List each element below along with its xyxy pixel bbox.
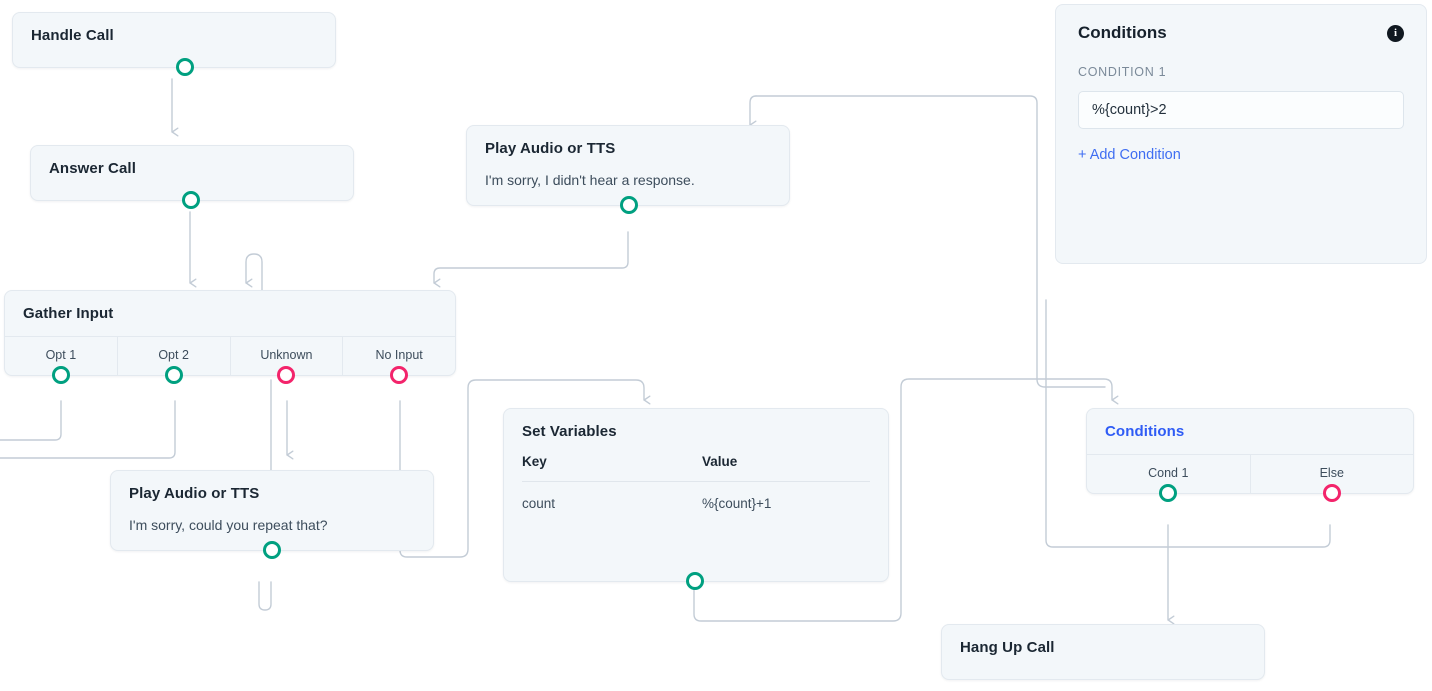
node-title: Play Audio or TTS (129, 485, 260, 502)
table-header-row: Key Value (522, 454, 870, 481)
cell-key: count (522, 496, 556, 511)
port-unknown[interactable]: Unknown (231, 337, 344, 384)
node-title: Answer Call (49, 160, 136, 177)
node-play-audio-repeat[interactable]: Play Audio or TTS I'm sorry, could you r… (110, 470, 434, 560)
output-port-success[interactable] (176, 58, 194, 76)
edge-play-repeat-loop (258, 581, 272, 611)
column-header-key: Key (522, 454, 547, 469)
cell-value: %{count}+1 (702, 496, 772, 511)
node-message-text: I'm sorry, could you repeat that? (129, 517, 328, 533)
output-port-success[interactable] (620, 196, 638, 215)
port-label: Opt 1 (45, 348, 77, 362)
edge-noresponse-to-gather (433, 231, 629, 288)
port-dot-success[interactable] (51, 366, 70, 384)
port-label: Unknown (260, 348, 313, 362)
output-port-success[interactable] (686, 572, 704, 590)
edge-opt2-out (0, 400, 176, 459)
node-title: Hang Up Call (960, 639, 1055, 656)
node-answer-call[interactable]: Answer Call (30, 145, 354, 209)
conditions-panel[interactable]: Conditions i CONDITION 1 %{count}>2 + Ad… (1055, 4, 1427, 264)
column-header-value: Value (702, 454, 738, 469)
port-dot-failure[interactable] (1322, 484, 1341, 502)
node-title: Set Variables (522, 423, 617, 440)
port-cond-1[interactable]: Cond 1 (1087, 455, 1251, 502)
port-dot-success[interactable] (1159, 484, 1178, 502)
node-message-text: I'm sorry, I didn't hear a response. (485, 172, 695, 188)
node-gather-input[interactable]: Gather Input Opt 1 Opt 2 Unknown No Inpu… (4, 290, 456, 384)
port-label: Cond 1 (1148, 466, 1189, 480)
port-else[interactable]: Else (1251, 455, 1414, 502)
panel-header: Conditions i (1056, 5, 1426, 43)
node-title: Play Audio or TTS (485, 140, 616, 157)
port-label: No Input (375, 348, 423, 362)
node-set-variables[interactable]: Set Variables Key Value count %{count}+1 (503, 408, 889, 590)
output-port-success[interactable] (182, 191, 200, 209)
edge-opt1-out (0, 400, 62, 441)
port-opt-1[interactable]: Opt 1 (5, 337, 118, 384)
port-dot-failure[interactable] (277, 366, 296, 384)
node-handle-call[interactable]: Handle Call (12, 12, 336, 76)
node-hang-up-call[interactable]: Hang Up Call (941, 624, 1265, 680)
condition-input[interactable]: %{count}>2 (1078, 91, 1404, 129)
edge-top-into-playaudio (749, 95, 757, 130)
output-port-success[interactable] (263, 541, 281, 560)
variables-table: Key Value count %{count}+1 (504, 454, 888, 511)
node-title: Gather Input (23, 305, 114, 322)
port-opt-2[interactable]: Opt 2 (118, 337, 231, 384)
node-title: Handle Call (31, 27, 114, 44)
port-dot-failure[interactable] (390, 366, 409, 384)
port-label: Opt 2 (158, 348, 189, 362)
condition-label: CONDITION 1 (1078, 65, 1167, 79)
edge-loopback-gather (245, 253, 263, 291)
port-label: Else (1319, 466, 1344, 480)
edge-top-right-route (755, 95, 1106, 388)
port-dot-success[interactable] (164, 366, 183, 384)
info-icon[interactable]: i (1387, 24, 1404, 42)
panel-title: Conditions (1078, 23, 1167, 42)
node-play-audio-no-response[interactable]: Play Audio or TTS I'm sorry, I didn't he… (466, 125, 790, 215)
port-row: Opt 1 Opt 2 Unknown No Input (5, 336, 455, 384)
add-condition-link[interactable]: + Add Condition (1078, 147, 1181, 163)
port-row: Cond 1 Else (1087, 454, 1414, 502)
node-title: Conditions (1105, 423, 1185, 440)
table-row: count %{count}+1 (522, 482, 870, 511)
port-no-input[interactable]: No Input (343, 337, 455, 384)
node-conditions[interactable]: Conditions Cond 1 Else (1086, 408, 1414, 502)
